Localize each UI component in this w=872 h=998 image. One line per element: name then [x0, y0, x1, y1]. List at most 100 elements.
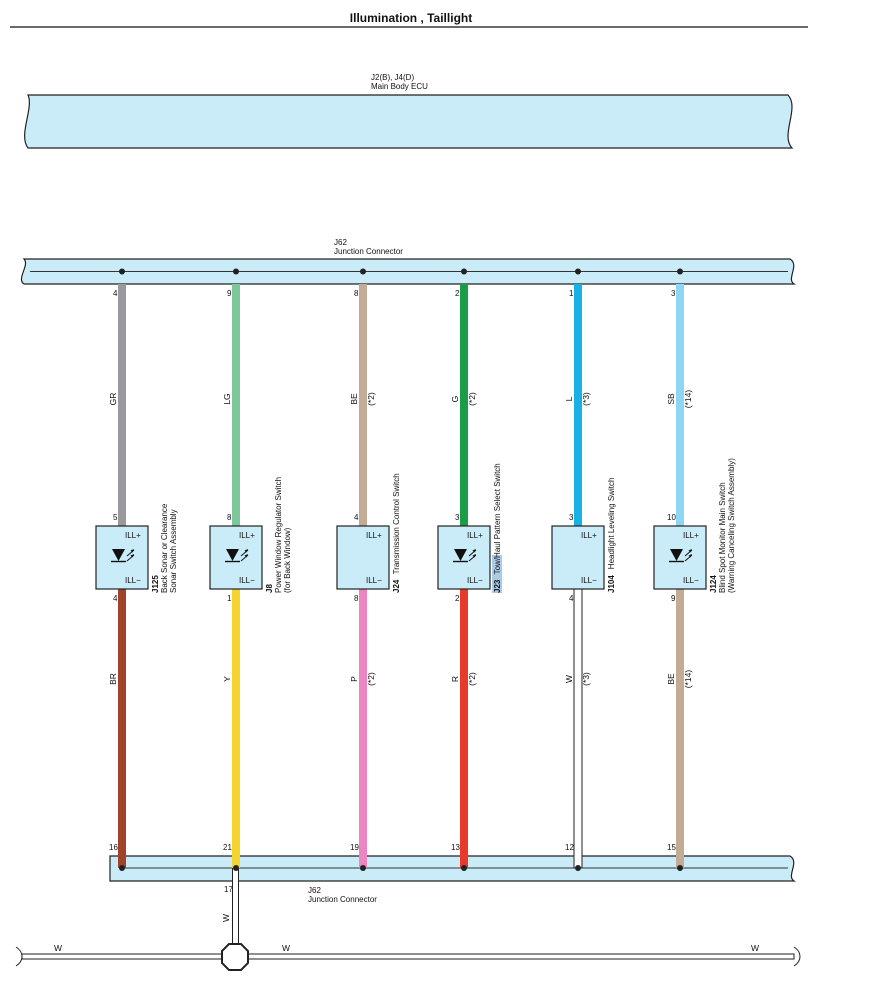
- circuit-1-upper-color-code: GR: [108, 393, 118, 406]
- circuit-4-bottom-pin: 13: [451, 843, 460, 852]
- page-title: Illumination , Taillight: [350, 11, 472, 25]
- circuit-6-led-ray-1-tip: [688, 549, 692, 553]
- circuit-2-switch-top-pin: 8: [227, 513, 232, 522]
- circuit-6-upper-color-code: SB: [666, 393, 676, 405]
- circuit-5-bottom-pin: 12: [565, 843, 574, 852]
- circuit-1-led-icon: [112, 549, 125, 561]
- circuit-4-component-code: J23: [493, 579, 502, 593]
- circuit-2-component-name-2: (for Back Window): [283, 527, 292, 593]
- ground-bus-mid-label: W: [282, 943, 290, 953]
- circuit-5-upper-color-code: L: [564, 396, 574, 401]
- circuit-5-ill-minus-label: ILL−: [581, 576, 597, 585]
- bottom-connector-name: Junction Connector: [308, 895, 377, 904]
- ground-bus-wire: [21, 953, 795, 960]
- circuit-6-led-icon: [670, 549, 683, 561]
- circuit-2-led-ray-1-tip: [244, 549, 248, 553]
- circuit-4-switch-top-pin: 3: [455, 513, 460, 522]
- circuit-4-lower-wire: [460, 589, 468, 868]
- circuit-4-switch-box: [437, 525, 491, 590]
- ground-splice-point: [221, 943, 249, 971]
- circuit-4-upper-color-code: G: [450, 396, 460, 403]
- circuit-3-bottom-splice-dot: [360, 865, 366, 871]
- circuit-1-ill-minus-label: ILL−: [125, 576, 141, 585]
- circuit-1-ill-plus-label: ILL+: [125, 531, 141, 540]
- circuit-1-led-ray-2-tip: [130, 554, 134, 558]
- circuit-3-top-pin: 8: [354, 289, 359, 298]
- circuit-1-lower-wire: [118, 589, 126, 868]
- circuit-6-lower-wire: [676, 589, 684, 868]
- circuit-1-upper-wire: [118, 284, 126, 526]
- bottom-connector-code: J62: [308, 886, 321, 895]
- circuit-6-led-ray-2-tip: [688, 554, 692, 558]
- circuit-5-top-splice-dot: [575, 268, 581, 275]
- circuit-2-lower-color-code: Y: [222, 676, 232, 682]
- circuit-4-top-pin: 2: [455, 289, 460, 298]
- ground-bus-left-break: [15, 946, 23, 967]
- circuit-6-switch-box: [653, 525, 707, 590]
- circuit-3-switch-bottom-pin: 8: [354, 594, 359, 603]
- circuit-6-lower-color-code: BE: [666, 673, 676, 685]
- circuit-6-component-name: Blind Spot Monitor Main Switch: [718, 482, 727, 593]
- circuit-3-top-splice-dot: [360, 268, 366, 275]
- circuit-3-upper-note: (*2): [366, 392, 376, 406]
- circuit-3-lower-color-code: P: [349, 676, 359, 682]
- circuit-5-switch-bottom-pin: 4: [569, 594, 574, 603]
- circuit-3-bottom-pin: 19: [350, 843, 359, 852]
- circuit-5-lower-note: (*3): [581, 672, 591, 686]
- circuit-3-lower-wire: [359, 589, 367, 868]
- ecu-name: Main Body ECU: [371, 82, 428, 91]
- circuit-1-switch-bottom-pin: 4: [113, 594, 118, 603]
- circuit-5-ill-plus-label: ILL+: [581, 531, 597, 540]
- ground-bus-left-label: W: [54, 943, 62, 953]
- circuit-1-switch-box: [95, 525, 149, 590]
- circuit-4-upper-wire: [460, 284, 468, 526]
- circuit-6-upper-note: (*14): [683, 390, 693, 409]
- circuit-4-lower-note: (*2): [467, 672, 477, 686]
- circuit-4-switch-bottom-pin: 2: [455, 594, 460, 603]
- circuit-3-ill-minus-label: ILL−: [366, 576, 382, 585]
- circuit-1-lower-color-code: BR: [108, 673, 118, 685]
- circuit-2-upper-wire: [232, 284, 240, 526]
- ground-bus-right-break: [793, 946, 801, 967]
- circuit-3-component-name: Transmission Control Switch: [392, 473, 401, 574]
- circuit-5-switch-box: [551, 525, 605, 590]
- circuit-5-bottom-splice-dot: [575, 865, 581, 871]
- ground-wire: [232, 867, 239, 945]
- circuit-1-led-ray-1-tip: [130, 549, 134, 553]
- circuit-4-led-ray-1-tip: [472, 549, 476, 553]
- ground-wire-color: W: [221, 914, 231, 922]
- circuit-6-ill-minus-label: ILL−: [683, 576, 699, 585]
- circuit-2-component-name: Power Window Regulator Switch: [274, 477, 283, 593]
- circuit-5-component-name: Headlight Leveling Switch: [607, 478, 616, 570]
- circuit-6-switch-bottom-pin: 9: [671, 594, 676, 603]
- circuit-2-led-icon: [226, 549, 239, 561]
- ground-pin: 17: [224, 885, 233, 894]
- circuit-6-component-code: J124: [709, 575, 718, 593]
- circuit-3-upper-color-code: BE: [349, 393, 359, 405]
- ecu-code: J2(B), J4(D): [371, 73, 414, 82]
- circuit-3-upper-wire: [359, 284, 367, 526]
- circuit-2-led-ray-2-tip: [244, 554, 248, 558]
- circuit-2-lower-wire: [232, 589, 240, 868]
- circuit-4-top-splice-dot: [461, 268, 467, 275]
- circuit-2-switch-bottom-pin: 1: [227, 594, 232, 603]
- circuit-6-bottom-splice-dot: [677, 865, 683, 871]
- circuit-3-lower-note: (*2): [366, 672, 376, 686]
- circuit-2-bottom-pin: 21: [223, 843, 232, 852]
- circuit-3-switch-box: [336, 525, 390, 590]
- circuit-5-upper-note: (*3): [581, 392, 591, 406]
- circuit-3-switch-top-pin: 4: [354, 513, 359, 522]
- circuit-2-component-code: J8: [265, 584, 274, 593]
- circuit-4-ill-plus-label: ILL+: [467, 531, 483, 540]
- circuit-4-lower-color-code: R: [450, 676, 460, 682]
- circuit-6-bottom-pin: 15: [667, 843, 676, 852]
- circuit-6-ill-plus-label: ILL+: [683, 531, 699, 540]
- ground-bus-right-label: W: [751, 943, 759, 953]
- circuit-4-ill-minus-label: ILL−: [467, 576, 483, 585]
- circuit-4-led-icon: [454, 549, 467, 561]
- circuit-6-top-pin: 3: [671, 289, 676, 298]
- circuit-6-upper-wire: [676, 284, 684, 526]
- circuit-5-switch-top-pin: 3: [569, 513, 574, 522]
- top-connector-name: Junction Connector: [334, 247, 403, 256]
